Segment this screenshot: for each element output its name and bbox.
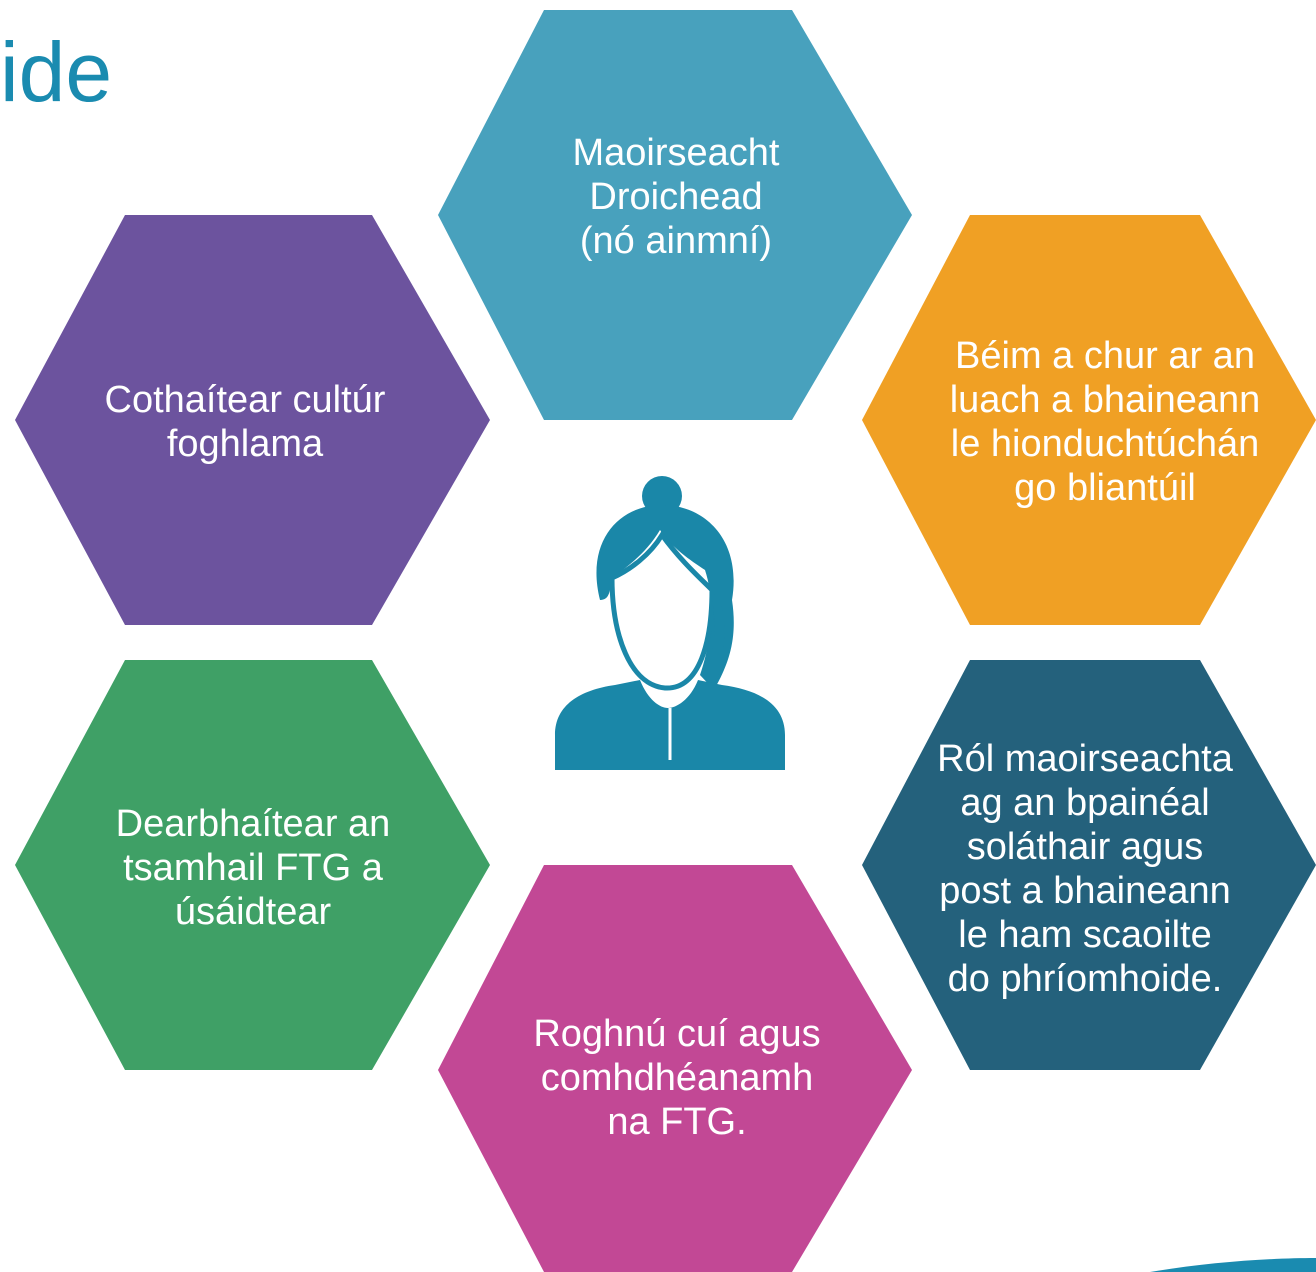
- hexagon-lower-left-shape: [15, 660, 490, 1070]
- hexagon-lower-right-line: post a bhaineann: [939, 870, 1231, 912]
- hexagon-upper-right-line: luach a bhaineann: [950, 379, 1261, 421]
- hexagon-lower-left-line: tsamhail FTG a: [123, 847, 384, 889]
- corner-swoosh-decoration: [1150, 1258, 1316, 1272]
- hexagon-lower-right-line: ag an bpainéal: [960, 782, 1209, 824]
- hexagon-lower-right-line: soláthair agus: [967, 826, 1204, 868]
- hexagon-upper-left-line: Cothaítear cultúr: [105, 379, 386, 421]
- hexagon-upper-right-line: le hionduchtúchán: [951, 423, 1259, 465]
- hexagon-bottom-line: na FTG.: [607, 1101, 746, 1143]
- hexagon-top-line: (nó ainmní): [580, 220, 772, 262]
- hexagon-upper-right-line: go bliantúil: [1014, 467, 1196, 509]
- hexagon-upper-right-line: Béim a chur ar an: [955, 335, 1255, 377]
- hexagon-lower-right-line: do phríomhoide.: [948, 958, 1223, 1000]
- hexagon-upper-left-line: foghlama: [167, 423, 324, 465]
- hexagon-bottom-line: comhdhéanamh: [541, 1057, 814, 1099]
- hexagon-bottom-shape: [438, 865, 912, 1272]
- hexagon-lower-right-shape: [862, 660, 1316, 1070]
- hexagon-top-line: Droichead: [589, 176, 762, 218]
- hexagon-top-line: Maoirseacht: [573, 132, 780, 174]
- hexagon-top-shape: [438, 10, 912, 420]
- hexagon-lower-left-line: úsáidtear: [175, 891, 332, 933]
- hexagon-lower-left-line: Dearbhaítear an: [116, 803, 391, 845]
- hexagon-upper-right-shape: [862, 215, 1316, 625]
- person-icon: [555, 476, 785, 770]
- hexagon-lower-right-line: le ham scaoilte: [958, 914, 1211, 956]
- hexagon-bottom-line: Roghnú cuí agus: [533, 1013, 820, 1055]
- page-title: ide: [0, 25, 113, 119]
- hexagon-lower-right-line: Ról maoirseachta: [937, 738, 1234, 780]
- hexagon-upper-left-shape: [15, 215, 490, 625]
